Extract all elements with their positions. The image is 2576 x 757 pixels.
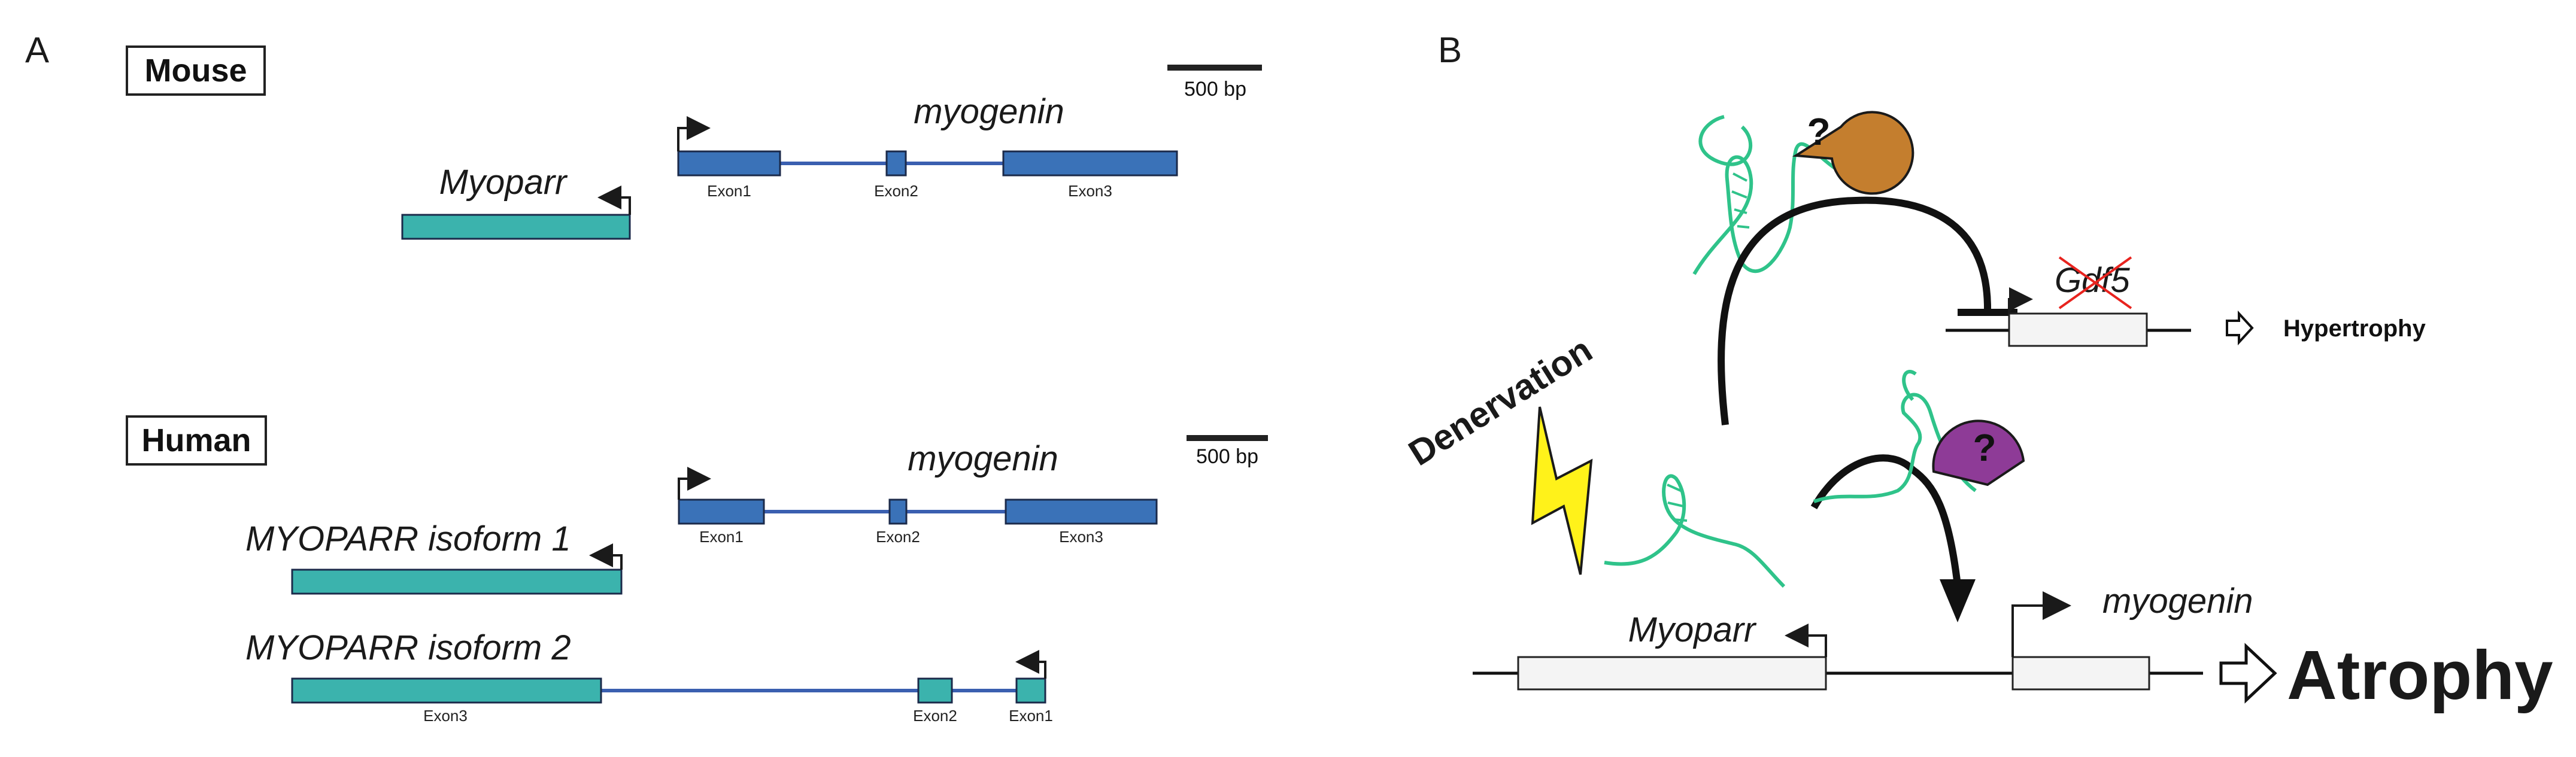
- myoparr-isoform2-label: MYOPARR isoform 2: [245, 628, 571, 667]
- upper-lncrna-strand: [1692, 142, 1845, 275]
- human-myogenin-exon1: [678, 498, 765, 525]
- upper-lncrna-loop: [1698, 115, 1753, 166]
- human-myogenin-label: myogenin: [908, 439, 1058, 478]
- myoparr-isoform1-tss-arrow: [589, 543, 623, 570]
- mouse-exon1-label: Exon1: [707, 182, 751, 200]
- gdf5-gene-box: [2008, 312, 2148, 347]
- human-scale-label: 500 bp: [1196, 445, 1258, 468]
- mouse-title: Mouse: [144, 53, 247, 89]
- human-section: Human 500 bp myogenin Exon1 Exon2 Exon3 …: [126, 415, 1268, 725]
- gdf5-cross-line-2: [2058, 256, 2132, 309]
- isoform2-exon1-label: Exon1: [1009, 707, 1053, 725]
- panel-a: A Mouse 500 bp myogenin Exon1 Exon2 Exon…: [25, 30, 1268, 725]
- myoparr-isoform1-label: MYOPARR isoform 1: [245, 519, 571, 558]
- myoparr-isoform2-exon1: [1015, 677, 1046, 704]
- human-myogenin-tss-arrow: [678, 467, 711, 500]
- human-myogenin-exon2: [888, 498, 908, 525]
- repression-arc: [1718, 196, 1992, 425]
- myoparr-isoform2-exon3: [291, 677, 602, 704]
- purple-lncrna-loop: [1902, 370, 1917, 401]
- myoparr-isoform2-exon2: [917, 677, 953, 704]
- mouse-exon2-label: Exon2: [874, 182, 918, 200]
- myoparr-isoform2-tss-arrow: [1015, 650, 1046, 679]
- atrophy-arrow-icon: [2219, 643, 2277, 704]
- isoform2-exon3-label: Exon3: [423, 707, 468, 725]
- myogenin-tss-arrowhead: [2043, 591, 2071, 620]
- myogenin-gene-box: [2011, 656, 2150, 691]
- purple-lncrna-strand: [1813, 393, 1977, 503]
- activation-arrowhead: [1940, 579, 1976, 622]
- isoform2-exon2-label: Exon2: [913, 707, 957, 725]
- myogenin-label-b: myogenin: [2102, 582, 2253, 621]
- mouse-exon3-label: Exon3: [1068, 182, 1112, 200]
- panel-b-label: B: [1438, 30, 1462, 70]
- mouse-myogenin-exon2: [885, 150, 907, 177]
- mouse-scale-bar: [1167, 65, 1262, 71]
- activation-arc: [1810, 454, 1961, 586]
- human-myogenin-exon3: [1005, 498, 1158, 525]
- myoparr-lncrna-strand: [1604, 474, 1786, 588]
- myoparr-gene-box: [1517, 656, 1827, 691]
- hypertrophy-label: Hypertrophy: [2283, 315, 2426, 342]
- myoparr-lncrna-helix: [1667, 484, 1688, 522]
- myogenin-tss-line: [2011, 604, 2044, 657]
- human-exon2-label: Exon2: [876, 528, 920, 546]
- human-scale-bar: [1187, 435, 1268, 441]
- mouse-myogenin-label: myogenin: [914, 92, 1064, 131]
- panel-b: B Denervation ? Gdf5 Hypertrophy ?: [1401, 30, 2553, 714]
- human-exon3-label: Exon3: [1059, 528, 1103, 546]
- human-exon1-label: Exon1: [699, 528, 744, 546]
- myoparr-isoform1-transcript: [291, 568, 623, 595]
- lower-unknown-factor-symbol: ?: [1973, 426, 1996, 469]
- atrophy-label: Atrophy: [2287, 636, 2553, 714]
- denervation-label: Denervation: [1401, 329, 1599, 473]
- myoparr-tss-arrow: [1785, 624, 1827, 657]
- panel-a-label: A: [25, 30, 49, 70]
- mouse-myogenin-exon3: [1002, 150, 1178, 177]
- mouse-title-box: [126, 45, 266, 96]
- myoparr-label-b: Myoparr: [1628, 610, 1757, 649]
- mouse-myoparr-transcript: [401, 214, 631, 240]
- upper-unknown-factor-orange: [1792, 111, 1914, 195]
- mouse-section: Mouse 500 bp myogenin Exon1 Exon2 Exon3 …: [126, 45, 1262, 240]
- upper-lncrna-helix: [1731, 172, 1750, 229]
- mouse-myogenin-exon1: [677, 150, 781, 177]
- lower-unknown-factor-purple: [1932, 419, 2025, 487]
- mouse-myogenin-tss-arrow: [677, 116, 711, 151]
- upper-unknown-factor-symbol: ?: [1807, 110, 1830, 153]
- lightning-bolt-icon: [1531, 406, 1593, 575]
- hypertrophy-arrow-icon: [2226, 310, 2254, 346]
- human-title: Human: [141, 422, 251, 458]
- mouse-myoparr-tss-arrow: [597, 186, 631, 215]
- mouse-scale-label: 500 bp: [1184, 78, 1246, 101]
- gdf5-tss-arrow: [2008, 287, 2033, 314]
- mouse-myoparr-label: Myoparr: [439, 163, 568, 202]
- human-title-box: [126, 415, 267, 466]
